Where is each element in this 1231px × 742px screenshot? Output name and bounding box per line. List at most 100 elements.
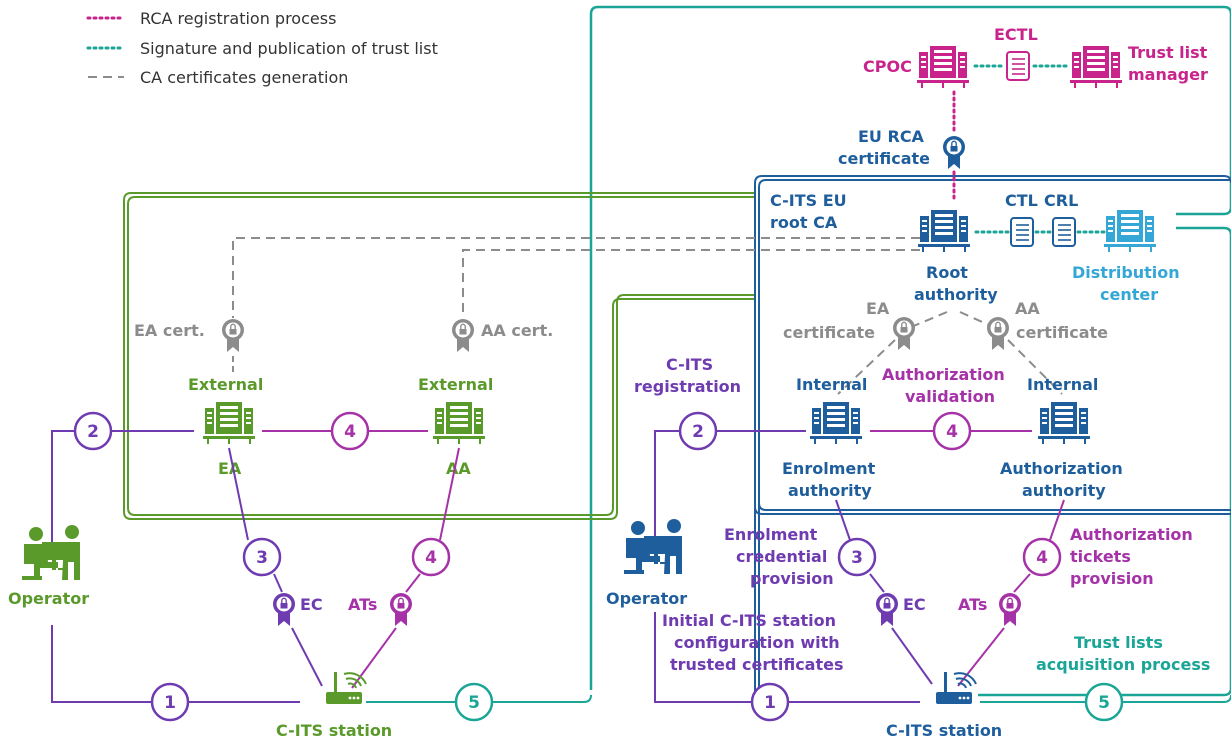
initial-config-label-1: Initial C-ITS station <box>662 611 836 630</box>
internal-aa-label: Internal <box>1027 375 1098 394</box>
root-ca-title-1: C-ITS EU <box>770 191 847 210</box>
ectl-label: ECTL <box>994 25 1038 44</box>
authorization-validation-label-1: Authorization <box>882 365 1005 384</box>
external-aa-server-icon <box>433 402 485 444</box>
cpoc-label: CPOC <box>863 57 912 76</box>
aa-certificate-label-2: certificate <box>1016 323 1108 342</box>
registration-label-1: C-ITS <box>666 355 713 374</box>
right-ats-to-station-line <box>957 627 1005 687</box>
right-operator-icon <box>624 519 682 574</box>
blue-boundary-inner <box>758 179 1231 700</box>
enrolment-authority-server-icon <box>810 402 862 444</box>
left-step-3-number: 3 <box>256 548 268 568</box>
initial-config-label-3: trusted certificates <box>670 655 844 674</box>
eu-rca-seal-icon <box>942 135 966 170</box>
right-step4-to-ats-line <box>1013 573 1031 593</box>
trust-acquisition-label-1: Trust lists <box>1074 633 1163 652</box>
tlm-label-2: manager <box>1128 65 1208 84</box>
left-station-icon <box>325 671 367 705</box>
enrol-provision-label-3: provision <box>750 569 834 588</box>
left-step-4b-circle: 4 <box>411 537 451 577</box>
left-step3-to-ec-line <box>273 573 283 593</box>
eurca-label-2: certificate <box>838 149 930 168</box>
right-ec-seal-icon <box>875 592 899 627</box>
root-ca-title-2: root CA <box>770 213 838 232</box>
external-aa-label: External <box>418 375 493 394</box>
eurca-label-1: EU RCA <box>858 127 925 146</box>
aa-cert-generation-line <box>462 249 920 318</box>
auth-provision-label-2: tickets <box>1070 547 1131 566</box>
tlm-label-1: Trust list <box>1128 43 1208 62</box>
distribution-center-server-icon <box>1104 210 1156 252</box>
green-boundary-inner <box>127 196 755 508</box>
right-operator-label: Operator <box>606 589 687 608</box>
teal-boundary-top <box>589 5 1231 690</box>
ea-label: EA <box>218 459 242 478</box>
left-step5-to-boundary-line <box>492 694 592 703</box>
left-ats-label: ATs <box>348 595 377 614</box>
right-step-4b-circle: 4 <box>1022 537 1062 577</box>
right-operator-to-step2-line <box>654 430 680 540</box>
registration-label-2: registration <box>634 377 741 396</box>
left-aa-cert-seal-icon <box>451 318 475 353</box>
left-ea-cert-seal-icon <box>221 318 245 353</box>
ectl-doc-icon <box>1006 51 1030 81</box>
auth-provision-label-3: provision <box>1070 569 1154 588</box>
aa-certificate-seal-icon <box>986 316 1010 351</box>
left-step-4a-circle: 4 <box>330 411 370 451</box>
blue-boundary-bottom-outer <box>754 506 1231 515</box>
left-step-1-circle: 1 <box>150 682 190 722</box>
left-step-2-number: 2 <box>87 422 99 442</box>
right-step-3-circle: 3 <box>837 537 877 577</box>
right-step-4b-number: 4 <box>1036 548 1048 568</box>
left-operator-to-step2-line <box>51 430 74 555</box>
left-ec-seal-icon <box>272 592 296 627</box>
teal-boundary-right <box>978 226 1231 697</box>
external-ea-server-icon <box>203 402 255 444</box>
auth-provision-label-1: Authorization <box>1070 525 1193 544</box>
left-step-4a-number: 4 <box>344 422 356 442</box>
enrol-provision-label-1: Enrolment <box>724 525 818 544</box>
left-step-3-circle: 3 <box>242 537 282 577</box>
ea-certificate-seal-icon <box>892 316 916 351</box>
left-ea-to-step3-line <box>228 447 249 541</box>
enrolment-authority-label-1: Enrolment <box>782 459 876 478</box>
right-ats-seal-icon <box>998 592 1022 627</box>
cpoc-server-icon <box>917 46 969 88</box>
left-ea-cert-label: EA cert. <box>134 321 205 340</box>
left-aa-cert-label: AA cert. <box>481 321 553 340</box>
legend-rca-label: RCA registration process <box>140 9 336 28</box>
left-operator-to-step1-line <box>51 625 152 703</box>
ctl-doc-icon <box>1010 217 1034 247</box>
distribution-label-1: Distribution <box>1072 263 1180 282</box>
trust-acquisition-label-2: acquisition process <box>1036 655 1210 674</box>
right-ec-label: EC <box>903 595 926 614</box>
crl-label: CRL <box>1044 191 1078 210</box>
right-ea-to-step3-line <box>835 499 851 541</box>
right-step-1-number: 1 <box>764 693 776 713</box>
left-ec-label: EC <box>300 595 323 614</box>
aa-label: AA <box>446 459 471 478</box>
left-aa-to-step4-line <box>439 447 460 541</box>
initial-config-label-2: configuration with <box>674 633 840 652</box>
blue-boundary-bottom-inner <box>758 502 1231 511</box>
authorization-authority-label-1: Authorization <box>1000 459 1123 478</box>
right-step-2-circle: 2 <box>678 411 718 451</box>
right-step-5-number: 5 <box>1098 693 1110 713</box>
tlm-server-icon <box>1070 46 1122 88</box>
ea-cert-to-ea-line <box>837 339 896 395</box>
legend-trustlist-label: Signature and publication of trust list <box>140 39 438 58</box>
root-authority-server-icon <box>918 210 970 252</box>
ea-certificate-label-1: EA <box>866 299 890 318</box>
left-step-1-number: 1 <box>164 693 176 713</box>
right-step-4a-circle: 4 <box>932 411 972 451</box>
left-ec-to-station-line <box>291 627 323 687</box>
left-step4-to-ats-line <box>405 573 421 593</box>
right-step-3-number: 3 <box>851 548 863 568</box>
left-station-label: C-ITS station <box>276 721 392 740</box>
enrol-provision-label-2: credential <box>736 547 827 566</box>
green-boundary-outer <box>123 192 755 512</box>
legend: RCA registration process Signature and p… <box>86 9 438 87</box>
legend-ca-label: CA certificates generation <box>140 68 348 87</box>
